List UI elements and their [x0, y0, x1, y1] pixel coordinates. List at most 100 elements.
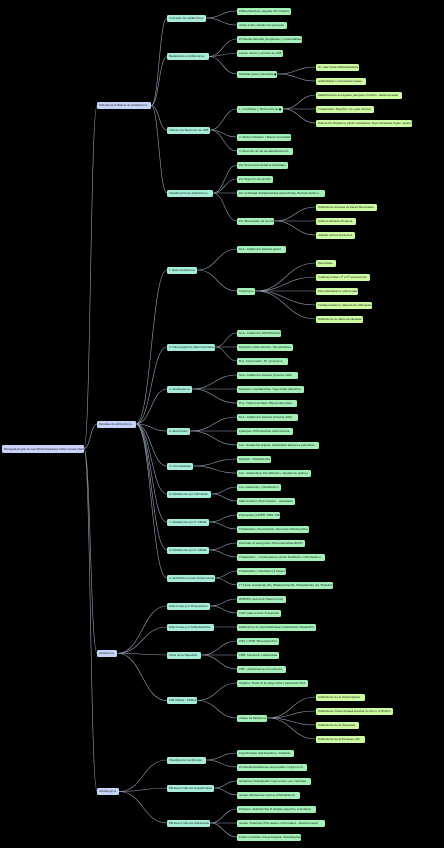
mindmap-node-level-2[interactable]: Concepto de Antibioticos — [167, 14, 206, 22]
mindmap-node-level-4[interactable]: Carbapenémicos (Imipenem, Meropenem) — [316, 301, 372, 309]
mindmap-node-level-4[interactable]: Inhibidores de la transcriptasa — [316, 693, 365, 701]
connector-line — [151, 105, 168, 131]
mindmap-node-level-3[interactable]: Uso: Anaerobios, Pie diabético, Anemia d… — [237, 469, 311, 477]
mindmap-node-level-3[interactable]: CMV (Ganciclovir, Foscarnet) — [237, 609, 282, 617]
mindmap-node-level-2[interactable]: 9. Antibióticos para Tuberculosis (TBC) — [167, 574, 215, 582]
connector-line — [197, 248, 238, 271]
mindmap-node-level-4[interactable]: Cefalosporinas (1ª a 5ª generación) — [316, 273, 371, 281]
mindmap-node-level-3[interactable]: Por Actividad Antibacteriana (bactericid… — [237, 189, 325, 197]
mindmap-node-level-2[interactable]: Fármacos Micosis Sistémicas — [167, 819, 210, 827]
mindmap-node-level-3[interactable]: Azoles: Triazoles (Fluconazol, Voriconaz… — [237, 819, 325, 827]
mindmap-node-level-3[interactable]: R.A.: Nefrotoxicidad, Hipoacusia (sino) — [237, 399, 297, 407]
mindmap-node-level-2[interactable]: 5. Lincosamidas — [167, 462, 194, 470]
mindmap-node-level-3[interactable]: Por Estructura Química (Familias) — [237, 161, 289, 169]
mindmap-node-level-3[interactable]: Ejemplos: Eritromicina, Azitromicina — [237, 427, 293, 435]
connector-line — [274, 206, 317, 222]
mindmap-node-level-3[interactable]: Inhibidores de Neuraminidasa (Oseltamivi… — [237, 623, 317, 631]
mindmap-node-level-2[interactable]: Clasificación de Antibióticos — [167, 189, 213, 197]
mindmap-node-level-3[interactable]: Actúa sobre células del patógeno — [237, 21, 287, 29]
connector-line — [208, 521, 238, 530]
mindmap-node-level-4[interactable]: No usar indiscriminadamente — [316, 63, 359, 71]
mindmap-node-level-1[interactable]: Antifúngicos — [97, 788, 119, 795]
mindmap-node-level-4[interactable]: Alteran Ácidos Nucleicos — [316, 231, 355, 239]
mindmap-node-level-3[interactable]: VHB: Tenofovir, Lamivudina — [237, 651, 279, 659]
mindmap-node-level-4[interactable]: Penicilinas — [316, 259, 337, 267]
mindmap-node-level-4[interactable]: Inhibidores Transcriptasa Inversa No-Nuc… — [316, 707, 393, 715]
mindmap-node-level-4[interactable]: Inhibidores Síntesis de Pared Bacteriana — [316, 203, 378, 211]
mindmap-node-level-2[interactable]: Clasificación de Micosis — [167, 756, 206, 764]
connector-line — [190, 416, 238, 432]
root-node[interactable]: Fisiopatologia de las Enfermedades Infec… — [2, 444, 84, 453]
mindmap-node-level-3[interactable]: Polienos: Anfotericina B (amplio espectr… — [237, 805, 317, 813]
mindmap-node-level-3[interactable]: Problema mundial (hospitales y comunidad… — [237, 35, 303, 43]
mindmap-node-level-1[interactable]: Familias de Antibióticos — [97, 420, 136, 428]
mindmap-node-level-2[interactable]: 1. Beta-Lactámicos — [167, 266, 198, 274]
mindmap-node-level-3[interactable]: Metronidazol (Nitrofurano) - Amebiasis — [237, 497, 296, 505]
mindmap-node-level-1[interactable]: Introducción Básica de Antibioticos — [97, 102, 152, 109]
mindmap-node-level-3[interactable]: Clases de Fármacos — [237, 714, 268, 722]
connector-line — [208, 38, 238, 57]
mindmap-node-level-4[interactable]: Monobactámicos (Aztreonam) — [316, 287, 358, 295]
mindmap-node-level-3[interactable]: 2. Menor Ofensivo / Menor necesidad — [237, 133, 292, 141]
mindmap-node-level-2[interactable]: 4. Macrólidos — [167, 427, 191, 435]
mindmap-node-level-2[interactable]: Resistencia a Antibioticos — [167, 53, 209, 60]
mindmap-node-level-3[interactable]: Uso: Neumonía atípica, Alternativa alérg… — [237, 441, 320, 449]
connector-line — [135, 423, 168, 432]
mindmap-node-level-4[interactable]: Administrar a bacteriales reales — [316, 77, 366, 85]
mindmap-node-level-3[interactable]: 1. Confirmar y Reducción de ● — [237, 105, 283, 113]
mindmap-node-level-2[interactable]: 2. Glucopéptidos (Vancomicina/etc) — [167, 343, 215, 351]
mindmap-node-level-3[interactable]: Efectúan (P. aerugiona, Enterobacterias … — [237, 539, 306, 547]
mindmap-node-level-2[interactable]: VIH (SIDA) - TARGA — [167, 697, 198, 704]
mindmap-node-level-4[interactable]: Inhiben Síntesis Proteica — [316, 217, 357, 225]
mindmap-node-level-2[interactable]: Criterio de Buen Uso de ATB — [167, 126, 210, 134]
mindmap-node-level-4[interactable]: Identificación del agente patógeno (Cult… — [316, 91, 403, 99]
mindmap-node-level-3[interactable]: Ejemplo: Clindamicina — [237, 455, 272, 463]
mindmap-node-level-3[interactable]: Tratamiento combinado (4 meses) — [237, 567, 286, 575]
mindmap-node-level-3[interactable]: Polimyxina (LINER, TMS, TM) — [237, 511, 280, 519]
mindmap-node-level-3[interactable]: 3. Elección de vía de administración — [237, 147, 293, 155]
mindmap-node-level-3[interactable]: VHC: Antivirales acción directa — [237, 665, 286, 673]
mindmap-node-level-3[interactable]: M.A.: Inhibición síntesis pared — [237, 245, 286, 253]
connector-line — [267, 696, 317, 719]
mindmap-node-level-3[interactable]: Tratamiento (Nocardiosis, Lincoside Trim… — [237, 525, 310, 533]
mindmap-node-level-3[interactable]: Profundas/Sistémicas (Aspergillus, Cript… — [237, 763, 307, 771]
mindmap-node-level-3[interactable]: Por Espectro de Acción — [237, 175, 273, 183]
mindmap-node-level-3[interactable]: Tratamiento - cotrimoxazole (Ácido Nalid… — [237, 553, 325, 561]
connector-line — [135, 346, 168, 425]
mindmap-node-level-3[interactable]: Subgrupos — [237, 287, 255, 295]
mindmap-node-level-2[interactable]: 7. Inhibidores por F. GRAM — [167, 518, 209, 526]
mindmap-node-level-2[interactable]: Infecciones por Herpesvirus — [167, 602, 210, 610]
mindmap-node-level-2[interactable]: Fármacos Micosis Superficiales — [167, 784, 215, 792]
mindmap-node-level-3[interactable]: Ejemplos (Vancomicina, Teicoplanina) — [237, 343, 293, 351]
mindmap-node-level-3[interactable]: M.A.: Inhibición síntesis proteica (50S) — [237, 413, 299, 421]
mindmap-node-level-3[interactable]: 1ª Línea: Isoniacida (H), Rifampicina (R… — [237, 581, 333, 589]
mindmap-node-level-3[interactable]: Ejemplos: Gentamicina, Tigeciclina (Bact… — [237, 385, 304, 393]
mindmap-node-level-3[interactable]: Objetivo: Reducir la carga viral y aumen… — [237, 679, 308, 687]
mindmap-node-level-3[interactable]: Azoles (Imidazoles tópicos (Clotrimazol)… — [237, 791, 300, 799]
mindmap-node-level-2[interactable]: Infecciones por Influenzavirus — [167, 623, 215, 631]
mindmap-node-level-2[interactable]: 8. Inhibidores por F. GRAM — [167, 546, 209, 554]
mindmap-node-level-4[interactable]: Inhibidores de la Proteasa (IP) — [316, 735, 365, 743]
mindmap-node-level-4[interactable]: Indicación Rápida (a partir resultados, … — [316, 119, 412, 127]
mindmap-node-level-4[interactable]: Tratamiento Empírico (no guía clínica) — [316, 105, 375, 113]
mindmap-node-level-1[interactable]: Antivíricos — [97, 649, 118, 657]
mindmap-node-level-3[interactable]: Uso (anaerobio y Helmintico) — [237, 483, 282, 491]
mindmap-node-level-2[interactable]: Virus de la Hepatitis — [167, 651, 202, 659]
connector-line — [135, 423, 168, 523]
mindmap-node-level-3[interactable]: Inhibe/Destruye (agente microbiano) — [237, 7, 292, 15]
mindmap-node-level-3[interactable]: M.A.: Inhibición PEPTIDOGLIC — [237, 329, 282, 337]
mindmap-node-level-3[interactable]: Por Mecanismo de Acción — [237, 217, 275, 225]
mindmap-node-level-3[interactable]: Nistatina (Tratamiento tópico/oral, solo… — [237, 777, 311, 785]
mindmap-node-level-3[interactable]: Equinocandinas (Caspofungina, Micafungin… — [237, 833, 301, 841]
mindmap-node-level-3[interactable]: HERPES (Aciclovir, Famciclovir) — [237, 595, 286, 603]
mindmap-node-level-4[interactable]: Inhibidores de Beta-Lactamasas — [316, 315, 364, 323]
mindmap-node-level-3[interactable]: Superficiales (Dermatofitos, Candida) — [237, 749, 294, 757]
mindmap-node-level-2[interactable]: 6. Inhibidores por Nitroimid — [167, 490, 212, 498]
mindmap-node-level-2[interactable]: 3. Aminoglucos — [167, 385, 192, 393]
mindmap-node-level-3[interactable]: Medidas para contenerla ● — [237, 70, 278, 78]
mindmap-node-level-3[interactable]: R.A.: Dolor-nefro, Ef. ototóxicos — [237, 357, 289, 365]
mindmap-node-level-3[interactable]: M.A.: Inhibición síntesis proteica (30S) — [237, 371, 299, 379]
mindmap-node-level-3[interactable]: VHA y VHB: Entecavir/otros — [237, 637, 279, 645]
mindmap-node-level-4[interactable]: Inhibidores de la Integrasa — [316, 721, 359, 729]
mindmap-node-level-3[interactable]: Causa: Abuso y errores de ATB — [237, 49, 283, 57]
